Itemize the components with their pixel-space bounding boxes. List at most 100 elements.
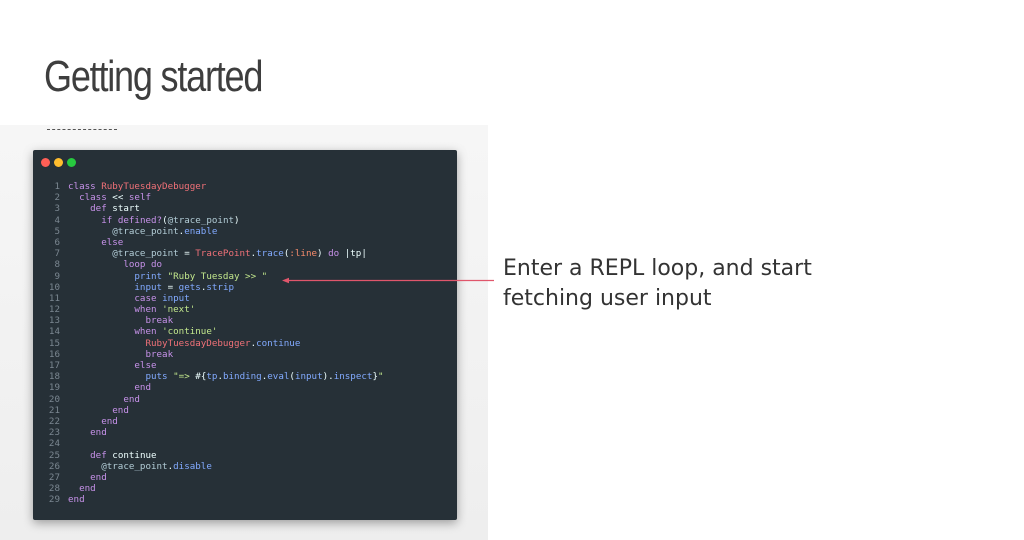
title-divider (47, 129, 117, 130)
code-token: def (90, 449, 113, 461)
code-token: @trace_point (112, 248, 179, 260)
code-line: 14 when 'continue' (43, 326, 384, 337)
code-token: "Ruby Tuesday >> " (167, 270, 268, 282)
code-line: 13 break (43, 315, 384, 326)
code-token: TracePoint (195, 248, 251, 260)
code-line: 24 (43, 438, 384, 449)
code-token: . (200, 281, 207, 293)
code-token: input (162, 292, 190, 304)
code-token: = (178, 248, 196, 260)
line-number: 1 (54, 181, 60, 192)
arrow-icon (282, 277, 494, 284)
code-token: case (134, 292, 157, 304)
code-token: ( (162, 214, 168, 226)
code-line: 9 print "Ruby Tuesday >> " (43, 271, 384, 282)
code-token: ) (317, 248, 329, 260)
code-token: " (377, 371, 384, 383)
code-token: continue (112, 449, 157, 461)
code-token: end (101, 415, 118, 427)
code-token: trace (256, 248, 284, 260)
code-token: gets (178, 281, 201, 293)
code-token: inspect (333, 371, 373, 383)
code-token: . (178, 225, 185, 237)
code-token: ) (234, 214, 240, 226)
code-line: 17 else (43, 360, 384, 371)
code-token (68, 461, 101, 472)
code-token: eval (267, 371, 290, 383)
line-number: 9 (54, 270, 60, 282)
line-number: 15 (48, 337, 60, 349)
code-token: else (101, 236, 124, 248)
code-token (68, 360, 134, 371)
code-token (68, 192, 79, 203)
code-token: RubyTuesdayDebugger (101, 181, 207, 192)
code-token (68, 394, 123, 405)
line-number: 28 (48, 483, 60, 495)
code-token: start (112, 203, 140, 215)
code-token: class (79, 192, 107, 204)
code-token: |tp| (339, 248, 367, 260)
line-number: 12 (48, 304, 60, 316)
code-token: class (68, 181, 102, 192)
code-token: "=> (173, 371, 196, 383)
code-line: 3 def start (43, 203, 384, 214)
code-token (68, 349, 145, 360)
code-line: 22 end (43, 416, 384, 427)
line-number: 21 (48, 404, 60, 416)
code-token: else (134, 360, 157, 371)
code-token (68, 271, 134, 282)
code-line: 21 end (43, 405, 384, 416)
code-token: :line (289, 248, 318, 260)
code-token: 'continue' (162, 326, 218, 338)
code-token: break (145, 348, 174, 360)
code-token: . (250, 248, 257, 260)
code-token: . (250, 337, 257, 349)
line-number: 22 (48, 415, 60, 427)
code-line: 4 if defined?(@trace_point) (43, 215, 384, 226)
code-token: def (90, 203, 113, 215)
code-line: 5 @trace_point.enable (43, 226, 384, 237)
line-number: 16 (48, 348, 60, 360)
code-token: end (79, 483, 96, 495)
line-number: 11 (48, 292, 60, 304)
code-line: 20 end (43, 394, 384, 405)
line-number: 5 (54, 225, 60, 237)
code-token: end (90, 471, 107, 483)
minimize-window-dot-icon (54, 158, 63, 167)
code-token: binding (222, 371, 262, 383)
code-token: end (68, 494, 85, 506)
code-line: 26 @trace_point.disable (43, 461, 384, 472)
code-token: ). (322, 371, 334, 383)
line-number: 2 (54, 192, 60, 204)
code-token: continue (256, 337, 301, 349)
code-token (68, 226, 112, 237)
line-number: 25 (48, 449, 60, 461)
code-token: . (217, 371, 223, 383)
code-token: when (134, 326, 157, 338)
code-token (68, 338, 145, 349)
line-number: 7 (54, 248, 60, 260)
code-token: = (162, 281, 179, 293)
code-token: @trace_point (167, 214, 235, 226)
code-line: 15 RubyTuesdayDebugger.continue (43, 338, 384, 349)
code-line: 18 puts "=> #{tp.binding.eval(input).ins… (43, 371, 384, 382)
code-token: RubyTuesdayDebugger (145, 337, 251, 349)
code-token (68, 293, 134, 304)
code-token (68, 315, 145, 326)
code-token: end (90, 427, 107, 439)
code-line: 19 end (43, 382, 384, 393)
code-token (68, 472, 90, 483)
code-token: . (167, 460, 174, 472)
close-window-dot-icon (41, 158, 50, 167)
code-token: @trace_point (101, 460, 168, 472)
code-token (68, 259, 123, 270)
code-line: 28 end (43, 483, 384, 494)
code-token: break (145, 315, 174, 327)
line-number: 24 (48, 438, 60, 450)
code-token (68, 326, 134, 337)
code-token (68, 483, 79, 494)
code-line: 6 else (43, 237, 384, 248)
